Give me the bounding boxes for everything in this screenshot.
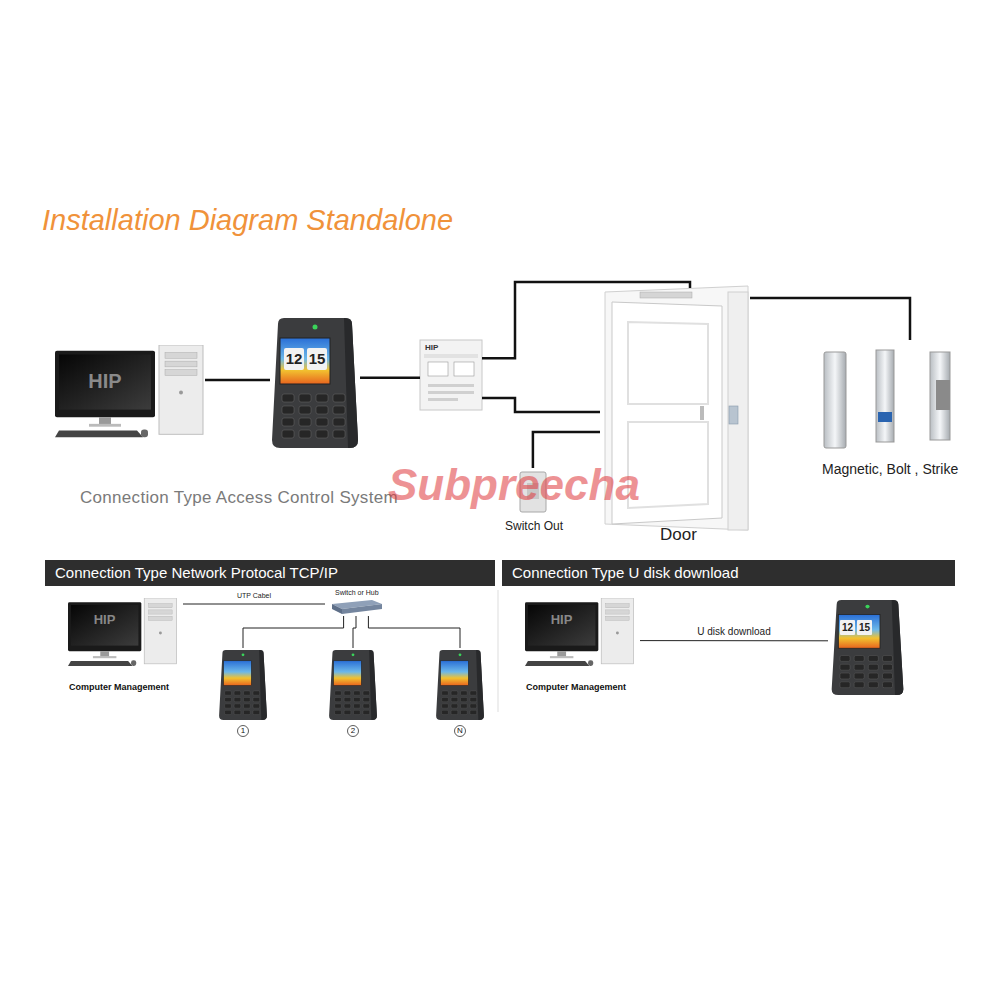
computer-drawing [68, 598, 177, 666]
connector-wire [243, 616, 344, 648]
callout-number: N [432, 727, 488, 735]
computer-drawing [55, 345, 203, 437]
terminal-drawing [832, 600, 904, 695]
connector-wire [360, 377, 420, 380]
connector-wire [205, 379, 270, 382]
computer-label: Computer Management [526, 682, 626, 692]
section-band: Connection Type Network Protocal TCP/IP [45, 560, 495, 586]
computer: HIP [55, 342, 205, 440]
clock-digit: 12 [284, 348, 304, 370]
clock-digit: 12 [840, 620, 855, 635]
computer-label: Computer Management [69, 682, 169, 692]
lock-label: Magnetic, Bolt , Strike [822, 461, 958, 477]
switch-drawing [332, 600, 382, 614]
watermark: Subpreecha [388, 460, 640, 511]
connector-wire [368, 616, 460, 648]
clock-digit: 15 [857, 620, 872, 635]
computer-drawing [525, 598, 634, 666]
connector-wire [482, 398, 600, 412]
door-label: Door [660, 525, 697, 545]
edge-label: U disk download [697, 626, 770, 638]
connector-wire [353, 616, 356, 648]
connector-wire [482, 282, 690, 358]
band-heading: Connection Type Network Protocal TCP/IP [55, 564, 338, 581]
door: Door [600, 288, 750, 548]
lock-drawings [824, 350, 950, 448]
system-caption: Connection Type Access Control System [80, 488, 398, 508]
section-band: Connection Type U disk download [502, 560, 955, 586]
terminal-drawing [329, 650, 377, 720]
connector-wire [750, 298, 910, 340]
management-computer: HIP Computer Management [522, 596, 640, 691]
connector-wire [183, 604, 325, 605]
access-control-terminal: 1215 [828, 598, 908, 696]
edge-label: UTP Cabel [237, 592, 271, 600]
terminal-unit: 2 [325, 648, 381, 740]
terminal-unit: N [432, 648, 488, 740]
screen-logo: HIP [59, 370, 151, 393]
band-heading: Connection Type U disk download [512, 564, 739, 581]
terminal-drawing [272, 318, 358, 448]
exit-switch: Switch Out [505, 468, 567, 534]
connector-wire [640, 640, 828, 641]
switch-label: Switch or Hub [335, 589, 379, 597]
terminal-unit: 1 [215, 648, 271, 740]
callout-number: 2 [325, 727, 381, 735]
screen-logo: HIP [71, 613, 138, 628]
diagram-title: Installation Diagram Standalone [42, 204, 453, 237]
switch-label: Switch Out [505, 520, 563, 534]
access-control-terminal: 1215 [270, 318, 360, 448]
lock-types: Magnetic, Bolt , Strike [815, 340, 960, 480]
network-switch: Switch or Hub [325, 590, 387, 616]
callout-number: 1 [215, 727, 271, 735]
divider [498, 590, 499, 712]
terminal-drawing [219, 650, 267, 720]
clock-digit: 15 [307, 348, 327, 370]
brand-logo: HIP [425, 343, 438, 352]
screen-logo: HIP [528, 613, 595, 628]
management-computer: HIP Computer Management [65, 596, 183, 691]
power-box-drawing [420, 340, 482, 410]
power-supply-box: HIP [420, 340, 482, 410]
terminal-drawing [436, 650, 484, 720]
